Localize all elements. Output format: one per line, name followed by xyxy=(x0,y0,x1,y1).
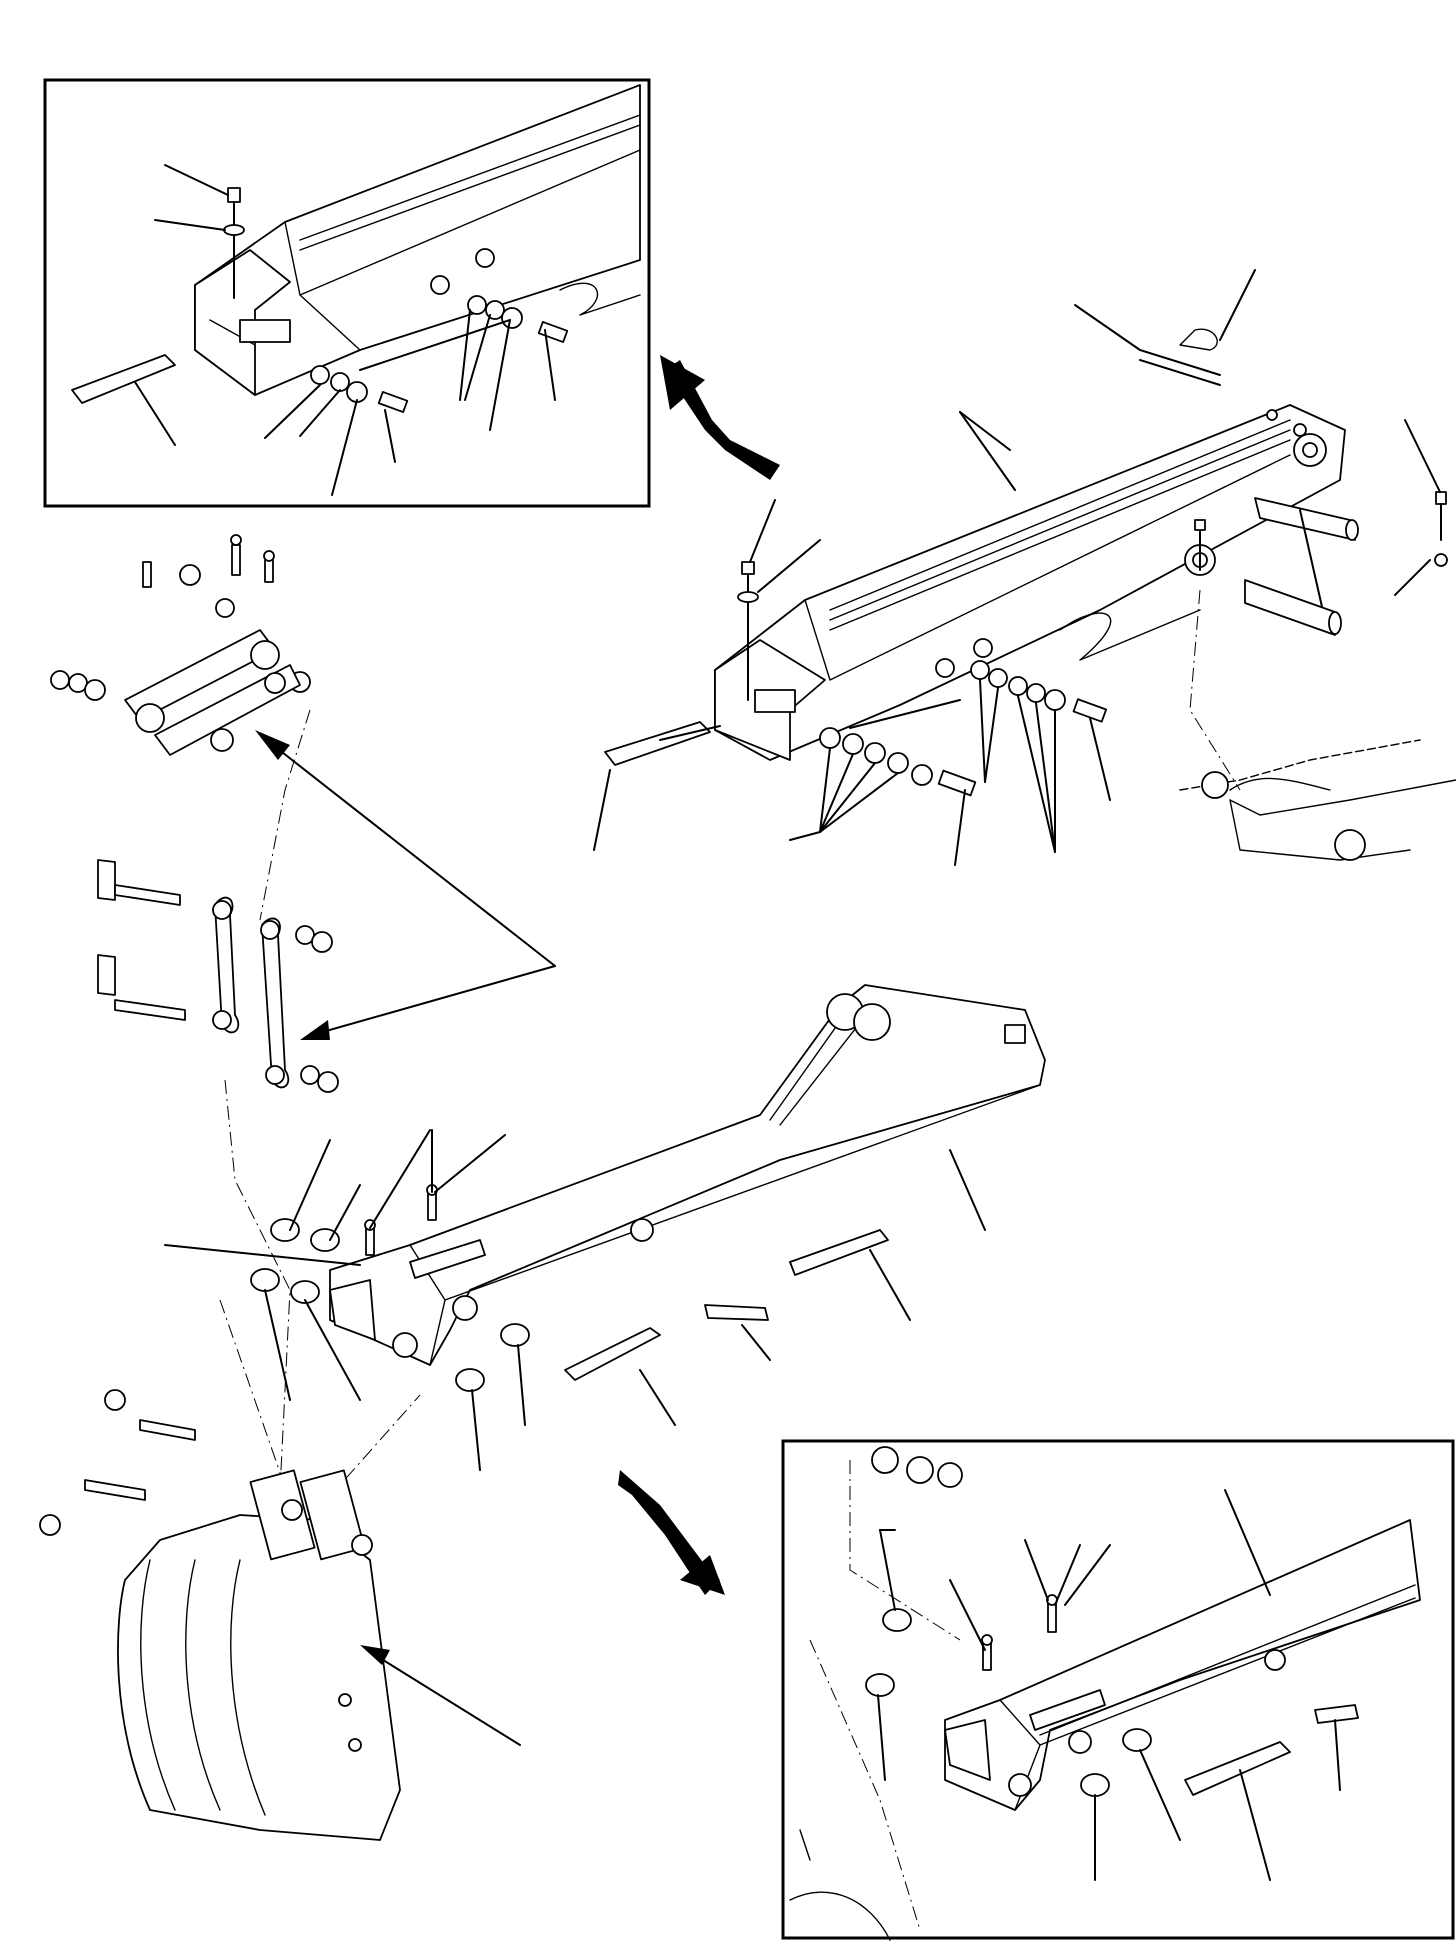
dipper-leader-lines xyxy=(165,1130,985,1470)
top-bolt-washer xyxy=(155,165,244,298)
dipper-arm xyxy=(330,985,1045,1365)
dipper-wear-strips xyxy=(565,1230,888,1380)
right-pivot-pin xyxy=(1255,420,1447,620)
main-boom-washer-row xyxy=(790,728,975,865)
inset-bottom-right-frame xyxy=(783,1441,1453,1938)
arrow-to-top-inset xyxy=(660,355,780,480)
assembly-dashed-lines xyxy=(220,710,420,1530)
centre-pin-bushing xyxy=(1185,520,1341,790)
wear-pad xyxy=(72,355,175,403)
bucket xyxy=(40,1390,520,1840)
right-washer-stack xyxy=(360,249,567,430)
inset-top-left xyxy=(45,80,649,506)
inset-bottom-right xyxy=(783,1441,1453,1940)
upper-link-assembly xyxy=(51,535,310,755)
link-pins-and-rods xyxy=(98,860,338,1092)
arrow-to-bottom-inset xyxy=(618,1470,725,1595)
ghost-boom-end xyxy=(1180,740,1456,860)
inset-boom-section xyxy=(195,85,640,395)
pin-and-r-clip xyxy=(1075,270,1255,385)
leader-line xyxy=(960,412,1010,450)
leader-line xyxy=(135,382,175,445)
inset-top-left-frame xyxy=(45,80,649,506)
main-boom-upper xyxy=(715,405,1345,760)
main-boom-washer-row-right xyxy=(850,639,1110,852)
main-boom-bolts-left xyxy=(594,500,820,850)
left-washer-stack xyxy=(265,366,407,495)
callout-arrows-linkages xyxy=(255,730,555,1040)
